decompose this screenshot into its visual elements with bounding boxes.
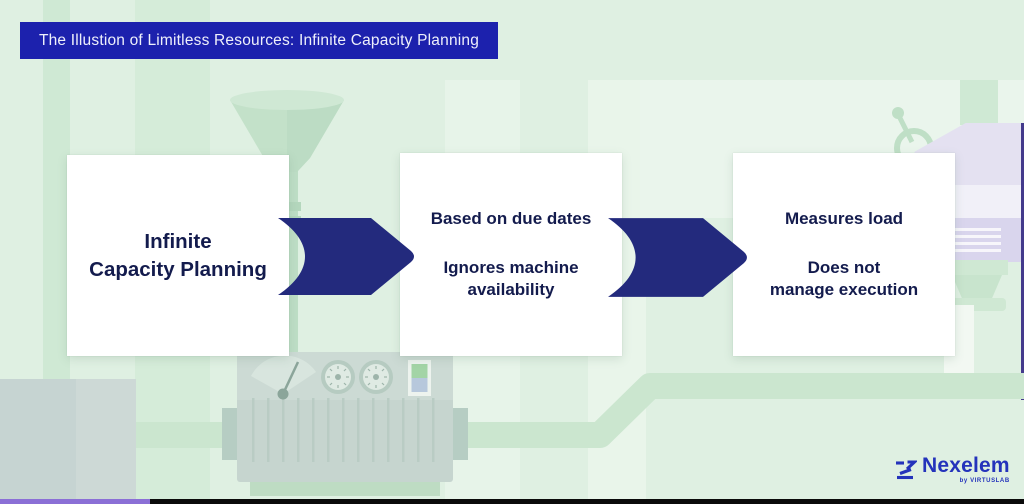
press-hopper-top	[946, 260, 1008, 275]
background-stripe	[960, 80, 998, 125]
title-banner: The Illustion of Limitless Resources: In…	[20, 22, 498, 59]
press-accent-line	[1021, 123, 1024, 400]
press-vent	[953, 249, 1001, 252]
card-infinite-capacity-planning: Infinite Capacity Planning	[67, 155, 289, 356]
footer-black-bar	[150, 499, 1024, 504]
card-point: Based on due dates	[430, 209, 592, 229]
factory-machine-illustration	[222, 352, 468, 496]
round-gauge-icon	[321, 360, 355, 394]
card-title-line: Infinite	[144, 229, 212, 253]
card-measures-load: Measures load Does not manage execution	[733, 153, 955, 356]
card-title-line: Capacity Planning	[89, 257, 267, 281]
card-point: Measures load	[784, 209, 904, 229]
flow-arrow-2	[608, 218, 747, 297]
banner-title: The Illustion of Limitless Resources: In…	[38, 31, 480, 49]
arrow-right-icon	[608, 218, 747, 297]
card-point-line: Does not	[807, 258, 881, 278]
card-point: Does not manage execution	[770, 257, 918, 301]
press-vent	[953, 242, 1001, 245]
press-vent	[953, 228, 1001, 231]
card-due-dates: Based on due dates Ignores machine avail…	[400, 153, 622, 356]
card-point-line: Ignores machine	[443, 258, 579, 278]
pipe-illustration	[0, 373, 1024, 448]
footer-purple-bar	[0, 499, 150, 504]
card-point-line: availability	[467, 279, 555, 299]
arrow-right-icon	[278, 218, 414, 295]
nexelem-logo-mark-icon	[896, 460, 917, 480]
round-gauge-icon	[359, 360, 393, 394]
nexelem-wordmark: Nexelem by VIRTUSLAB	[922, 455, 1010, 484]
indicator-light-icon	[408, 360, 431, 396]
machine-block-right	[76, 379, 136, 500]
card-point-line: manage execution	[769, 279, 919, 299]
press-vent	[953, 235, 1001, 238]
card-point: Ignores machine availability	[443, 257, 578, 301]
flow-arrow-1	[278, 218, 414, 295]
machine-block-left	[0, 379, 76, 500]
nexelem-brand-text: Nexelem	[922, 454, 1010, 477]
dial-gauge-icon	[251, 355, 316, 400]
virtuslab-byline: by VIRTUSLAB	[959, 478, 1010, 484]
nexelem-logo: Nexelem by VIRTUSLAB	[893, 455, 1011, 493]
